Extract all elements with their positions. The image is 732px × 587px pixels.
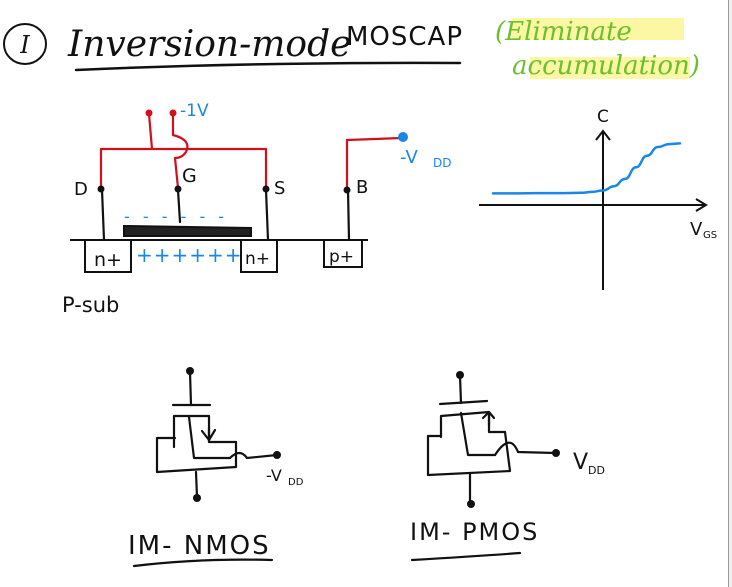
body-bias-subscript: DD [433,156,451,170]
pmos-channel-left [439,410,507,439]
body-supply-node [398,132,408,142]
page-edge-divider [728,0,729,587]
pmos-gate-plate [438,399,489,406]
nmos-caption: IM- NMOS [128,531,271,561]
ds-terminal-node [145,109,153,117]
x-axis-subscript: GS [703,230,717,241]
nmos-body-stub [187,415,232,460]
highlight-line1 [512,18,684,40]
substrate-label: P-sub [62,293,119,317]
x-axis-label: V [690,219,703,240]
im-pmos-symbol: V DD IM- PMOS [410,371,605,562]
y-axis-label: C [597,107,609,127]
gate-lead [176,188,182,224]
nmos-channel-left [172,414,238,449]
n-plus-right-label: n+ [245,249,270,269]
page-edge-gutter [729,0,732,587]
x-axis-arrow [695,198,708,212]
drain-node [97,185,105,193]
gate-bias-label: -1V [180,101,209,121]
ds-tie-wire [147,112,154,151]
p-plus-label: p+ [329,247,354,267]
n-plus-left-label: n+ [94,249,122,271]
n-plus-well-left [84,239,132,273]
nmos-gate-lead [188,370,193,407]
numeral-circle [3,23,47,65]
p-plus-contact [323,239,363,268]
note-accumulation: accumulation) [512,51,700,81]
pmos-body-stub [459,411,497,457]
source-label: S [274,178,285,199]
drain-label: D [74,179,88,200]
n-plus-well-right [240,239,278,273]
nmos-source-node [193,494,201,502]
title-underline [74,61,462,72]
pmos-bulk-hop [493,441,557,457]
y-axis-arrow [595,129,611,141]
nmos-bulk-hop [228,451,279,460]
im-nmos-symbol: -V DD IM- NMOS [128,367,304,568]
pmos-gate-lead [458,374,463,405]
highlight-line2 [530,57,690,79]
nmos-arrow-inward [200,426,217,444]
gate-terminal-node [169,109,177,117]
pmos-caption: IM- PMOS [410,518,539,546]
pmos-caption-underline [410,551,522,562]
body-lead [346,188,351,242]
pmos-arrow-outward [481,410,496,427]
cv-curve-line [491,142,682,195]
nmos-bias-subscript: DD [288,477,304,488]
pmos-source-node [467,500,475,508]
pmos-gate-node [456,371,464,379]
body-bias-label: -V [400,147,418,168]
body-label: B [356,177,368,198]
gate-wire-hop [171,112,189,190]
nmos-bias-label: -V [266,466,282,485]
nmos-caption-underline [132,558,274,568]
cv-plot: C V GS [479,107,717,290]
pmos-bias-label: V [573,450,588,475]
pmos-bulk-node [552,449,560,457]
section-numeral: I [19,31,30,59]
note-eliminate: (Eliminate [495,17,632,47]
gate-node [174,185,182,193]
source-lead [264,188,270,242]
body-wire [345,136,404,191]
nmos-bulk-node [273,451,281,459]
pmos-bias-subscript: DD [588,464,605,477]
moscap-cross-section: -1V -V DD D G S B - - - - - - n+ n+ p+ [62,101,451,317]
gate-label: G [182,165,197,187]
drain-lead [100,188,106,242]
gate-electrode [123,224,252,237]
title-inversion-mode: Inversion-mode [67,24,351,65]
source-node [262,185,270,193]
nmos-gate-node [186,367,194,375]
body-node [343,186,351,194]
contact-leads [100,188,351,242]
gate-negative-charges: - - - - - - [124,207,228,226]
bias-wiring [99,112,404,191]
nmos-source-lead [194,470,199,499]
pmos-outer-loop [426,430,512,477]
inversion-charges: ++++++ [136,243,243,267]
title-moscap: MOSCAP [346,22,463,52]
heading: I Inversion-mode MOSCAP (Eliminate accum… [3,17,700,81]
drain-source-wire [99,147,268,190]
